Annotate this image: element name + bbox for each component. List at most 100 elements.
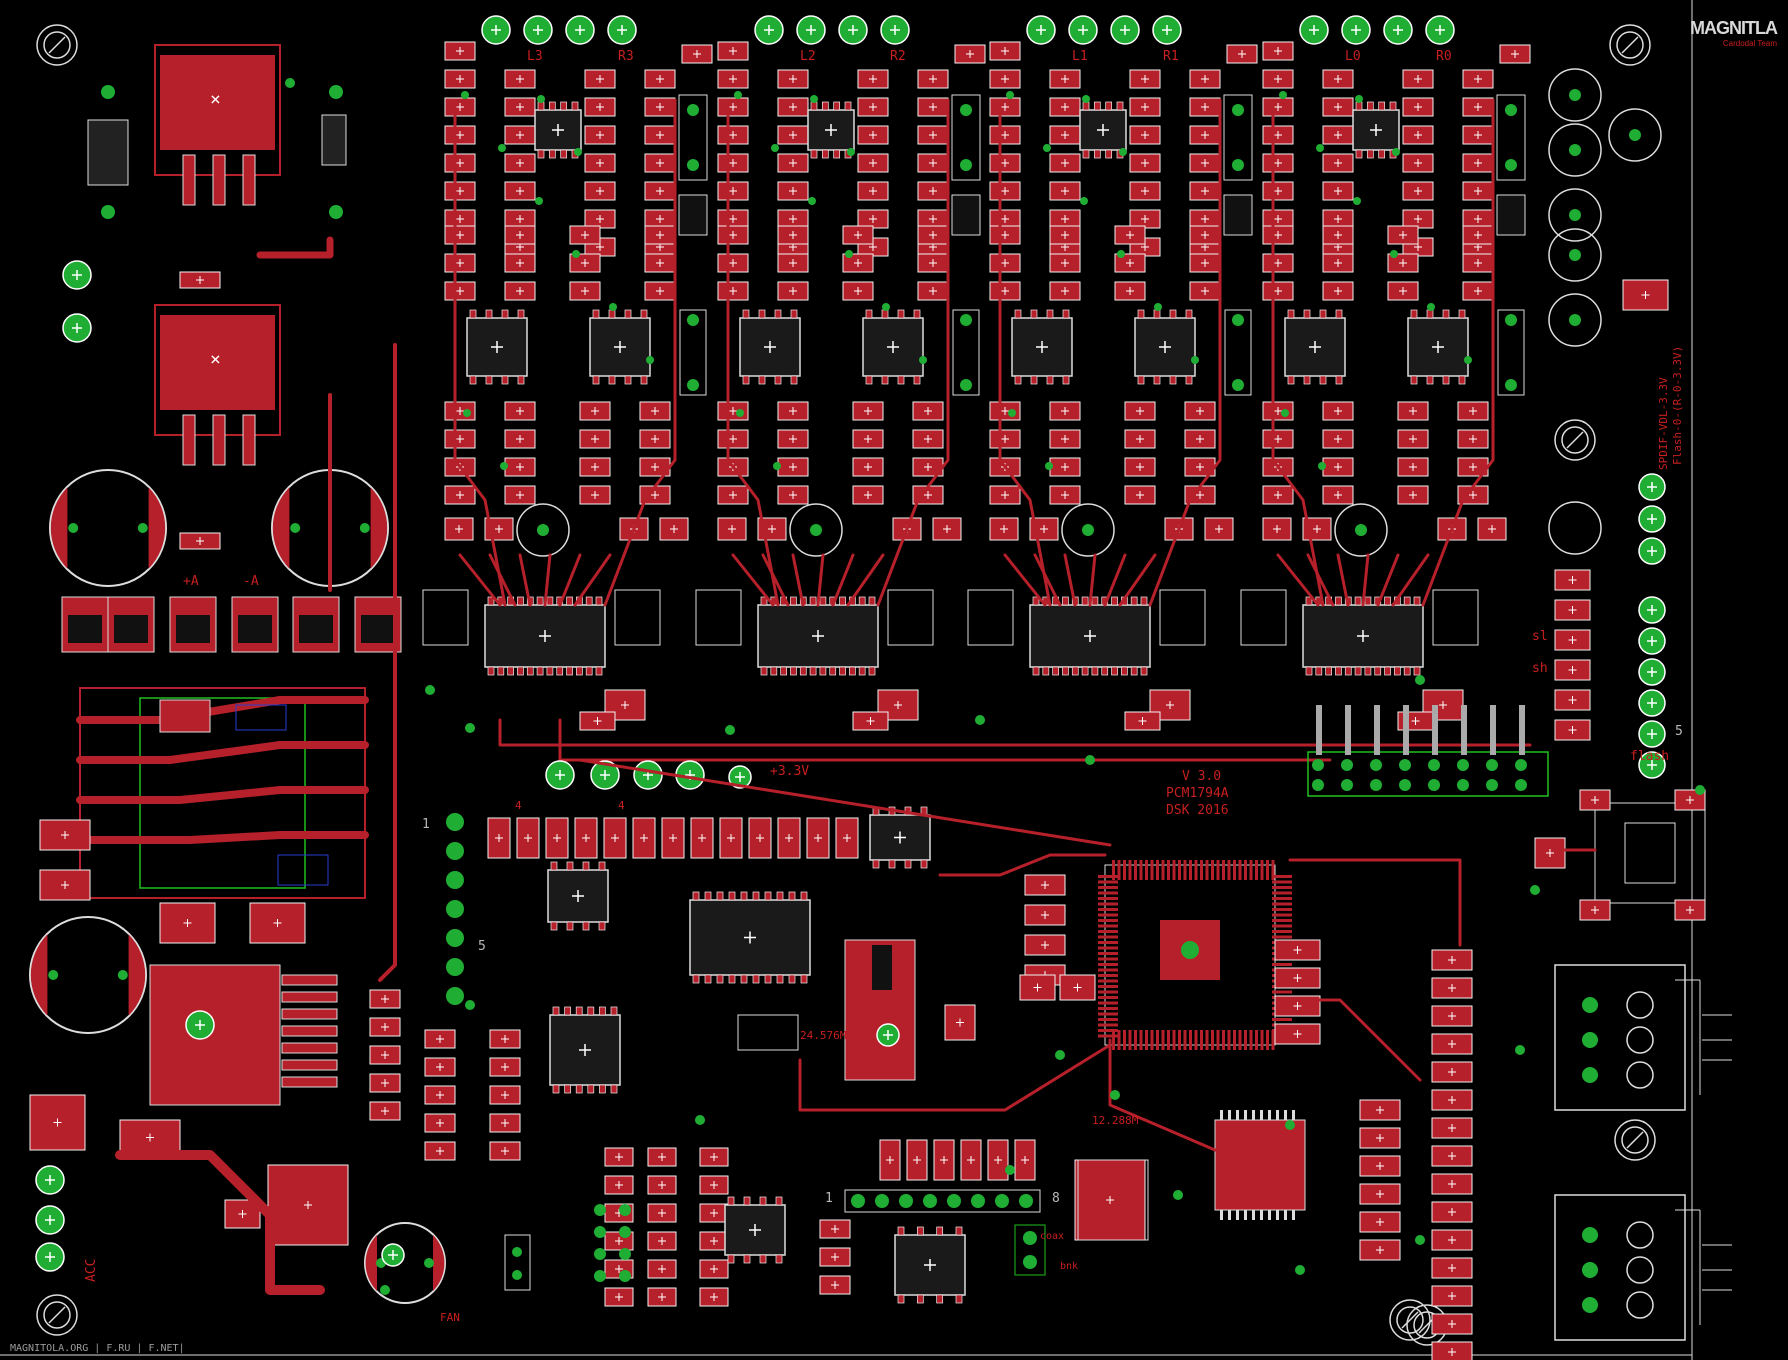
- terminal-screw: [1626, 1221, 1654, 1249]
- via: [1316, 144, 1324, 152]
- ic-pin: [501, 375, 509, 385]
- copper-trace: [1063, 553, 1077, 607]
- jumper-label-flash: Flash-0-(R-0-3.3V): [1671, 345, 1684, 465]
- copper-trace: [816, 553, 825, 607]
- mounting-hole-mark: [1626, 1131, 1644, 1149]
- pll-ic: [1214, 1119, 1306, 1211]
- mcu-pin: [1167, 1030, 1170, 1050]
- mounting-hole: [36, 24, 78, 66]
- usb-connector-inner: [1624, 822, 1676, 884]
- mcu-pin: [1205, 860, 1209, 880]
- mcu-pin: [1272, 1018, 1292, 1021]
- mcu-pin: [1098, 1007, 1118, 1010]
- ic-pin: [599, 1084, 606, 1094]
- via: [1415, 1235, 1425, 1245]
- pll-pin: [1276, 1210, 1279, 1220]
- mcu-pin: [1098, 952, 1118, 955]
- via: [847, 148, 855, 156]
- via: [975, 715, 985, 725]
- ic-pin: [1093, 101, 1101, 111]
- via: [594, 1226, 606, 1238]
- mcu-pin: [1272, 919, 1292, 922]
- mcu-pin: [1194, 860, 1198, 880]
- capacitor-pad: [272, 487, 290, 569]
- pll-pin: [1228, 1110, 1231, 1120]
- via: [1582, 1227, 1598, 1243]
- copper-trace: [1421, 98, 1495, 607]
- copper-trace: [938, 853, 1107, 877]
- usb-connector: [1594, 802, 1706, 904]
- ic-pin: [576, 666, 583, 676]
- mcu-pin: [1117, 860, 1121, 880]
- mcu-pin: [1172, 1030, 1176, 1050]
- via: [1085, 755, 1095, 765]
- ic-pin: [913, 309, 921, 319]
- ic-pin: [774, 309, 782, 319]
- via: [1629, 129, 1641, 141]
- copper-trace: [558, 718, 1332, 762]
- ic-pin: [1185, 309, 1193, 319]
- copper-trace: [1103, 553, 1127, 607]
- ic-pin: [552, 1006, 560, 1016]
- via: [535, 197, 543, 205]
- via: [461, 91, 469, 99]
- electrolytic-smd: [1223, 194, 1253, 236]
- copper-trace: [726, 98, 780, 607]
- via: [1232, 104, 1244, 116]
- mcu-pin: [1183, 860, 1187, 880]
- ic-pin: [1185, 375, 1193, 385]
- copper-trace: [1148, 98, 1222, 607]
- via: [446, 987, 464, 1005]
- ic-pin: [858, 666, 866, 676]
- mounting-hole-inner: [1616, 31, 1644, 59]
- via: [736, 409, 744, 417]
- ic-pin: [740, 891, 748, 901]
- ic-pin: [592, 375, 600, 385]
- ic-pin: [1378, 101, 1386, 111]
- mcu-pin: [1161, 860, 1165, 880]
- via: [960, 159, 972, 171]
- mcu-pin: [1244, 860, 1247, 880]
- mcu-pin: [1249, 860, 1253, 880]
- via: [1515, 759, 1527, 771]
- header-pin: [1345, 705, 1351, 755]
- copper-trace: [603, 98, 677, 607]
- ic-pin: [1305, 666, 1313, 676]
- ic-pin: [1378, 149, 1386, 159]
- ic-pin: [819, 596, 827, 606]
- copper-trace: [558, 553, 582, 607]
- regulator-leg: [212, 154, 226, 206]
- ic-pin: [916, 1294, 924, 1304]
- via: [1285, 1120, 1295, 1130]
- ic-pin: [833, 149, 841, 159]
- regulator-leg: [242, 154, 256, 206]
- ic-pin: [799, 666, 807, 676]
- via: [1392, 148, 1400, 156]
- via: [380, 1285, 390, 1295]
- via: [48, 970, 59, 980]
- copper-trace: [543, 553, 552, 607]
- ic-pin: [537, 101, 545, 111]
- via: [734, 91, 742, 99]
- ic-pin: [1442, 309, 1450, 319]
- electrolytic-capacitor: [1548, 123, 1602, 177]
- copper-trace: [1271, 98, 1325, 607]
- via: [687, 159, 699, 171]
- via: [899, 1194, 913, 1208]
- ic-pin: [1081, 596, 1089, 606]
- ic-pin: [548, 101, 556, 111]
- copper-trace: [1003, 553, 1047, 607]
- ic-pin: [1303, 309, 1311, 319]
- channel-label-l1: L1: [1072, 49, 1088, 64]
- mounting-hole-inner: [1621, 1126, 1649, 1154]
- ic-pin: [728, 974, 736, 984]
- via: [1191, 356, 1199, 364]
- mounting-hole-inner: [1396, 1306, 1424, 1334]
- ic-pin: [608, 375, 616, 385]
- mcu-pin: [1178, 1030, 1181, 1050]
- mounting-hole-mark: [1621, 36, 1639, 54]
- via: [290, 523, 301, 533]
- terminal-screw: [1626, 1061, 1654, 1089]
- via: [725, 725, 735, 735]
